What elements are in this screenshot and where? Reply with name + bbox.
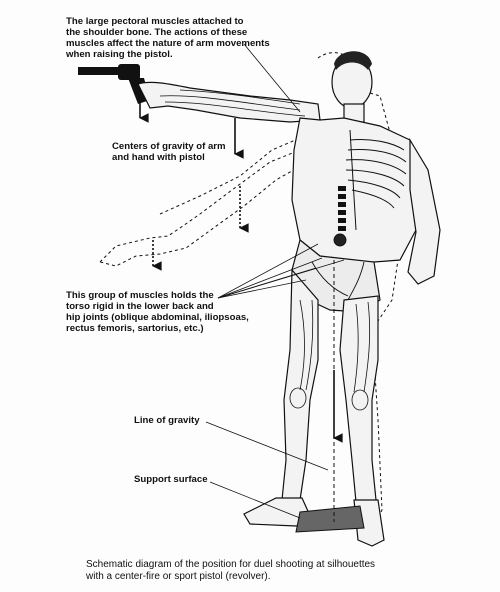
left-shoe <box>243 497 313 527</box>
head <box>331 51 373 123</box>
label-pectoral-muscles: The large pectoral muscles attached to t… <box>66 16 270 60</box>
spine <box>338 186 346 231</box>
torso <box>291 117 421 263</box>
arm <box>137 81 321 123</box>
support-surface-hatch <box>295 505 365 533</box>
figure-caption: Schematic diagram of the position for du… <box>86 559 376 582</box>
label-support-surface: Support surface <box>134 474 208 485</box>
right-leg <box>339 295 379 503</box>
arm-silhouette-mid <box>159 137 301 215</box>
arm-silhouette-low <box>99 149 305 267</box>
label-torso-muscles: This group of muscles holds the torso ri… <box>66 290 249 334</box>
rib-cage <box>345 129 407 231</box>
label-centers-of-gravity: Centers of gravity of arm and hand with … <box>112 141 226 163</box>
rear-arm <box>407 137 441 285</box>
silhouette-outline <box>317 52 399 531</box>
leader-lines <box>205 43 345 519</box>
label-line-of-gravity: Line of gravity <box>134 415 200 426</box>
